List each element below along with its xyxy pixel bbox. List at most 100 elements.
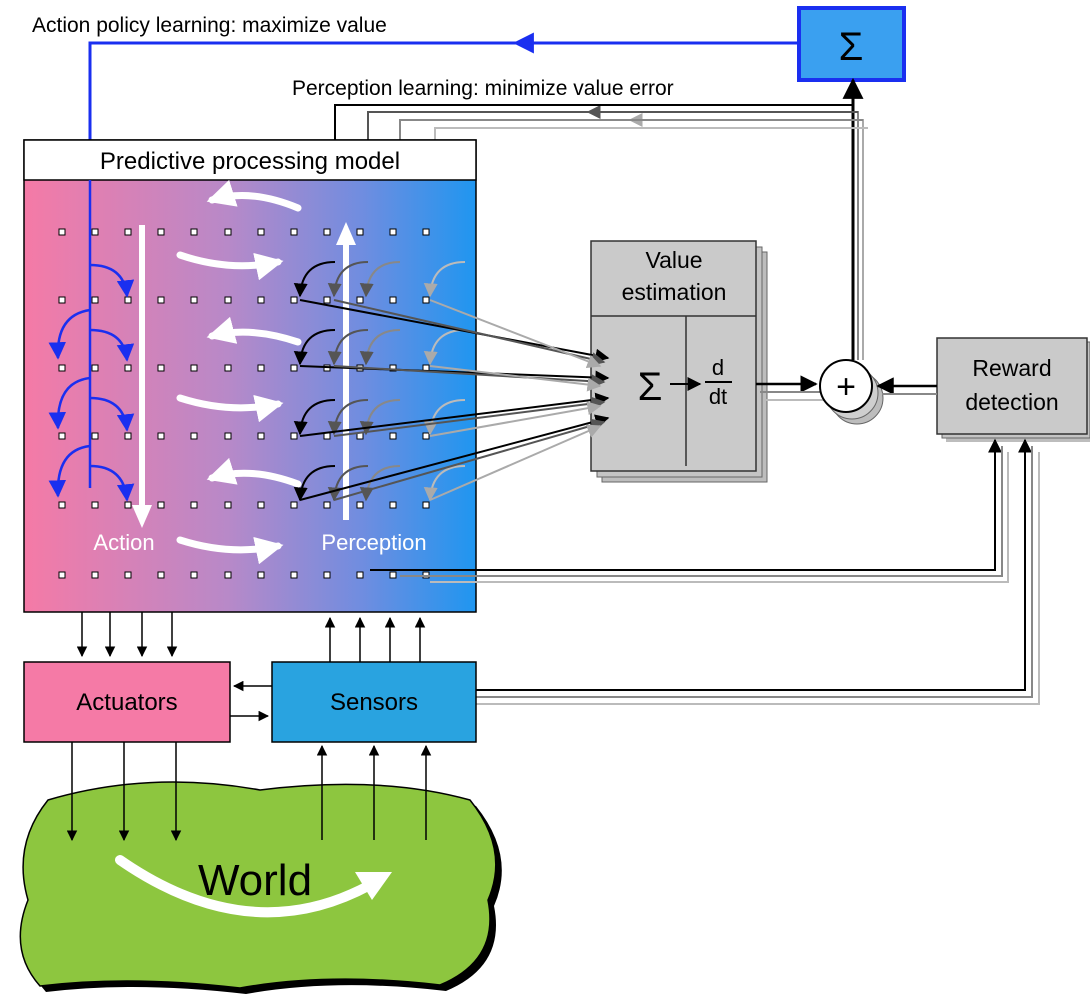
model-to-value-lines bbox=[299, 299, 610, 501]
model-node bbox=[58, 228, 66, 236]
model-node bbox=[157, 228, 165, 236]
model-node bbox=[389, 432, 397, 440]
model-node bbox=[389, 228, 397, 236]
world-to-sensors-arrows bbox=[316, 744, 432, 840]
policy-feedback-line bbox=[88, 32, 798, 140]
perception-error-curls bbox=[293, 261, 466, 502]
recurrent-flow-arrows bbox=[176, 179, 302, 565]
model-node bbox=[124, 432, 132, 440]
model-node bbox=[224, 364, 232, 372]
value-estimation-line2: estimation bbox=[622, 279, 727, 305]
model-node bbox=[422, 296, 430, 304]
perception-upflow-arrow bbox=[336, 222, 356, 520]
reward-detection-box: Reward detection bbox=[936, 337, 1090, 442]
model-node bbox=[58, 296, 66, 304]
derivative-denominator: dt bbox=[709, 384, 727, 409]
model-node bbox=[290, 296, 298, 304]
value-sigma-symbol: Σ bbox=[638, 365, 663, 409]
action-downflow-arrow bbox=[132, 225, 152, 528]
model-title: Predictive processing model bbox=[100, 148, 400, 175]
model-node bbox=[58, 571, 66, 579]
model-node bbox=[190, 501, 198, 509]
model-node bbox=[389, 296, 397, 304]
model-node bbox=[356, 571, 364, 579]
model-node bbox=[323, 571, 331, 579]
model-node bbox=[91, 296, 99, 304]
actuators-box: Actuators bbox=[23, 661, 231, 743]
model-node bbox=[58, 364, 66, 372]
model-node bbox=[224, 228, 232, 236]
model-node bbox=[257, 432, 265, 440]
model-node bbox=[290, 364, 298, 372]
model-node bbox=[91, 364, 99, 372]
sensors-to-model-arrows bbox=[324, 616, 426, 662]
model-node bbox=[323, 296, 331, 304]
world-blob: World bbox=[19, 781, 502, 994]
model-node bbox=[224, 571, 232, 579]
model-node bbox=[290, 432, 298, 440]
value-to-plus-arrow bbox=[756, 375, 824, 401]
model-node bbox=[91, 501, 99, 509]
sensors-label: Sensors bbox=[330, 689, 418, 716]
plus-symbol: + bbox=[836, 368, 856, 406]
model-node bbox=[323, 501, 331, 509]
model-node bbox=[356, 501, 364, 509]
model-node bbox=[422, 432, 430, 440]
reward-input-lines bbox=[370, 438, 1040, 705]
model-node bbox=[290, 228, 298, 236]
model-node bbox=[257, 571, 265, 579]
reward-line1: Reward bbox=[972, 355, 1051, 381]
value-estimation-box: Value estimation Σ d dt bbox=[590, 240, 768, 483]
model-node bbox=[257, 501, 265, 509]
model-node bbox=[124, 296, 132, 304]
action-policy-label: Action policy learning: maximize value bbox=[32, 14, 387, 37]
model-node bbox=[422, 501, 430, 509]
model-node bbox=[190, 296, 198, 304]
model-node bbox=[58, 432, 66, 440]
model-node bbox=[190, 571, 198, 579]
model-node bbox=[190, 228, 198, 236]
model-node bbox=[124, 571, 132, 579]
model-node bbox=[257, 228, 265, 236]
actuators-sensors-arrows bbox=[230, 680, 272, 722]
model-node bbox=[157, 432, 165, 440]
model-node bbox=[190, 432, 198, 440]
model-node bbox=[190, 364, 198, 372]
model-node bbox=[157, 364, 165, 372]
actuators-to-world-arrows bbox=[66, 742, 182, 842]
model-node bbox=[389, 501, 397, 509]
action-label: Action bbox=[93, 530, 154, 555]
predictive-processing-model: Predictive processing model bbox=[23, 139, 477, 613]
derivative-numerator: d bbox=[712, 355, 724, 380]
plus-junction: + bbox=[819, 359, 884, 425]
model-node bbox=[157, 296, 165, 304]
model-node bbox=[389, 571, 397, 579]
model-node bbox=[422, 228, 430, 236]
model-node bbox=[257, 364, 265, 372]
model-node bbox=[124, 228, 132, 236]
world-label: World bbox=[198, 856, 312, 905]
model-node bbox=[389, 364, 397, 372]
model-node bbox=[91, 228, 99, 236]
perception-label: Perception bbox=[321, 530, 426, 555]
value-estimation-line1: Value bbox=[645, 247, 702, 273]
sigma-symbol: Σ bbox=[839, 25, 864, 69]
model-node bbox=[157, 571, 165, 579]
sensors-box: Sensors bbox=[271, 661, 477, 743]
perception-learning-label: Perception learning: minimize value erro… bbox=[292, 77, 674, 100]
model-node bbox=[58, 501, 66, 509]
reward-line2: detection bbox=[965, 389, 1058, 415]
action-policy-arrows bbox=[48, 180, 135, 502]
model-node bbox=[124, 364, 132, 372]
sigma-sum-box: Σ bbox=[797, 6, 906, 82]
model-node bbox=[224, 296, 232, 304]
model-node bbox=[157, 501, 165, 509]
model-node bbox=[91, 571, 99, 579]
model-node bbox=[356, 228, 364, 236]
model-node bbox=[224, 501, 232, 509]
model-node bbox=[290, 501, 298, 509]
model-node bbox=[91, 432, 99, 440]
reward-to-plus-arrow bbox=[876, 377, 937, 395]
model-node bbox=[224, 432, 232, 440]
